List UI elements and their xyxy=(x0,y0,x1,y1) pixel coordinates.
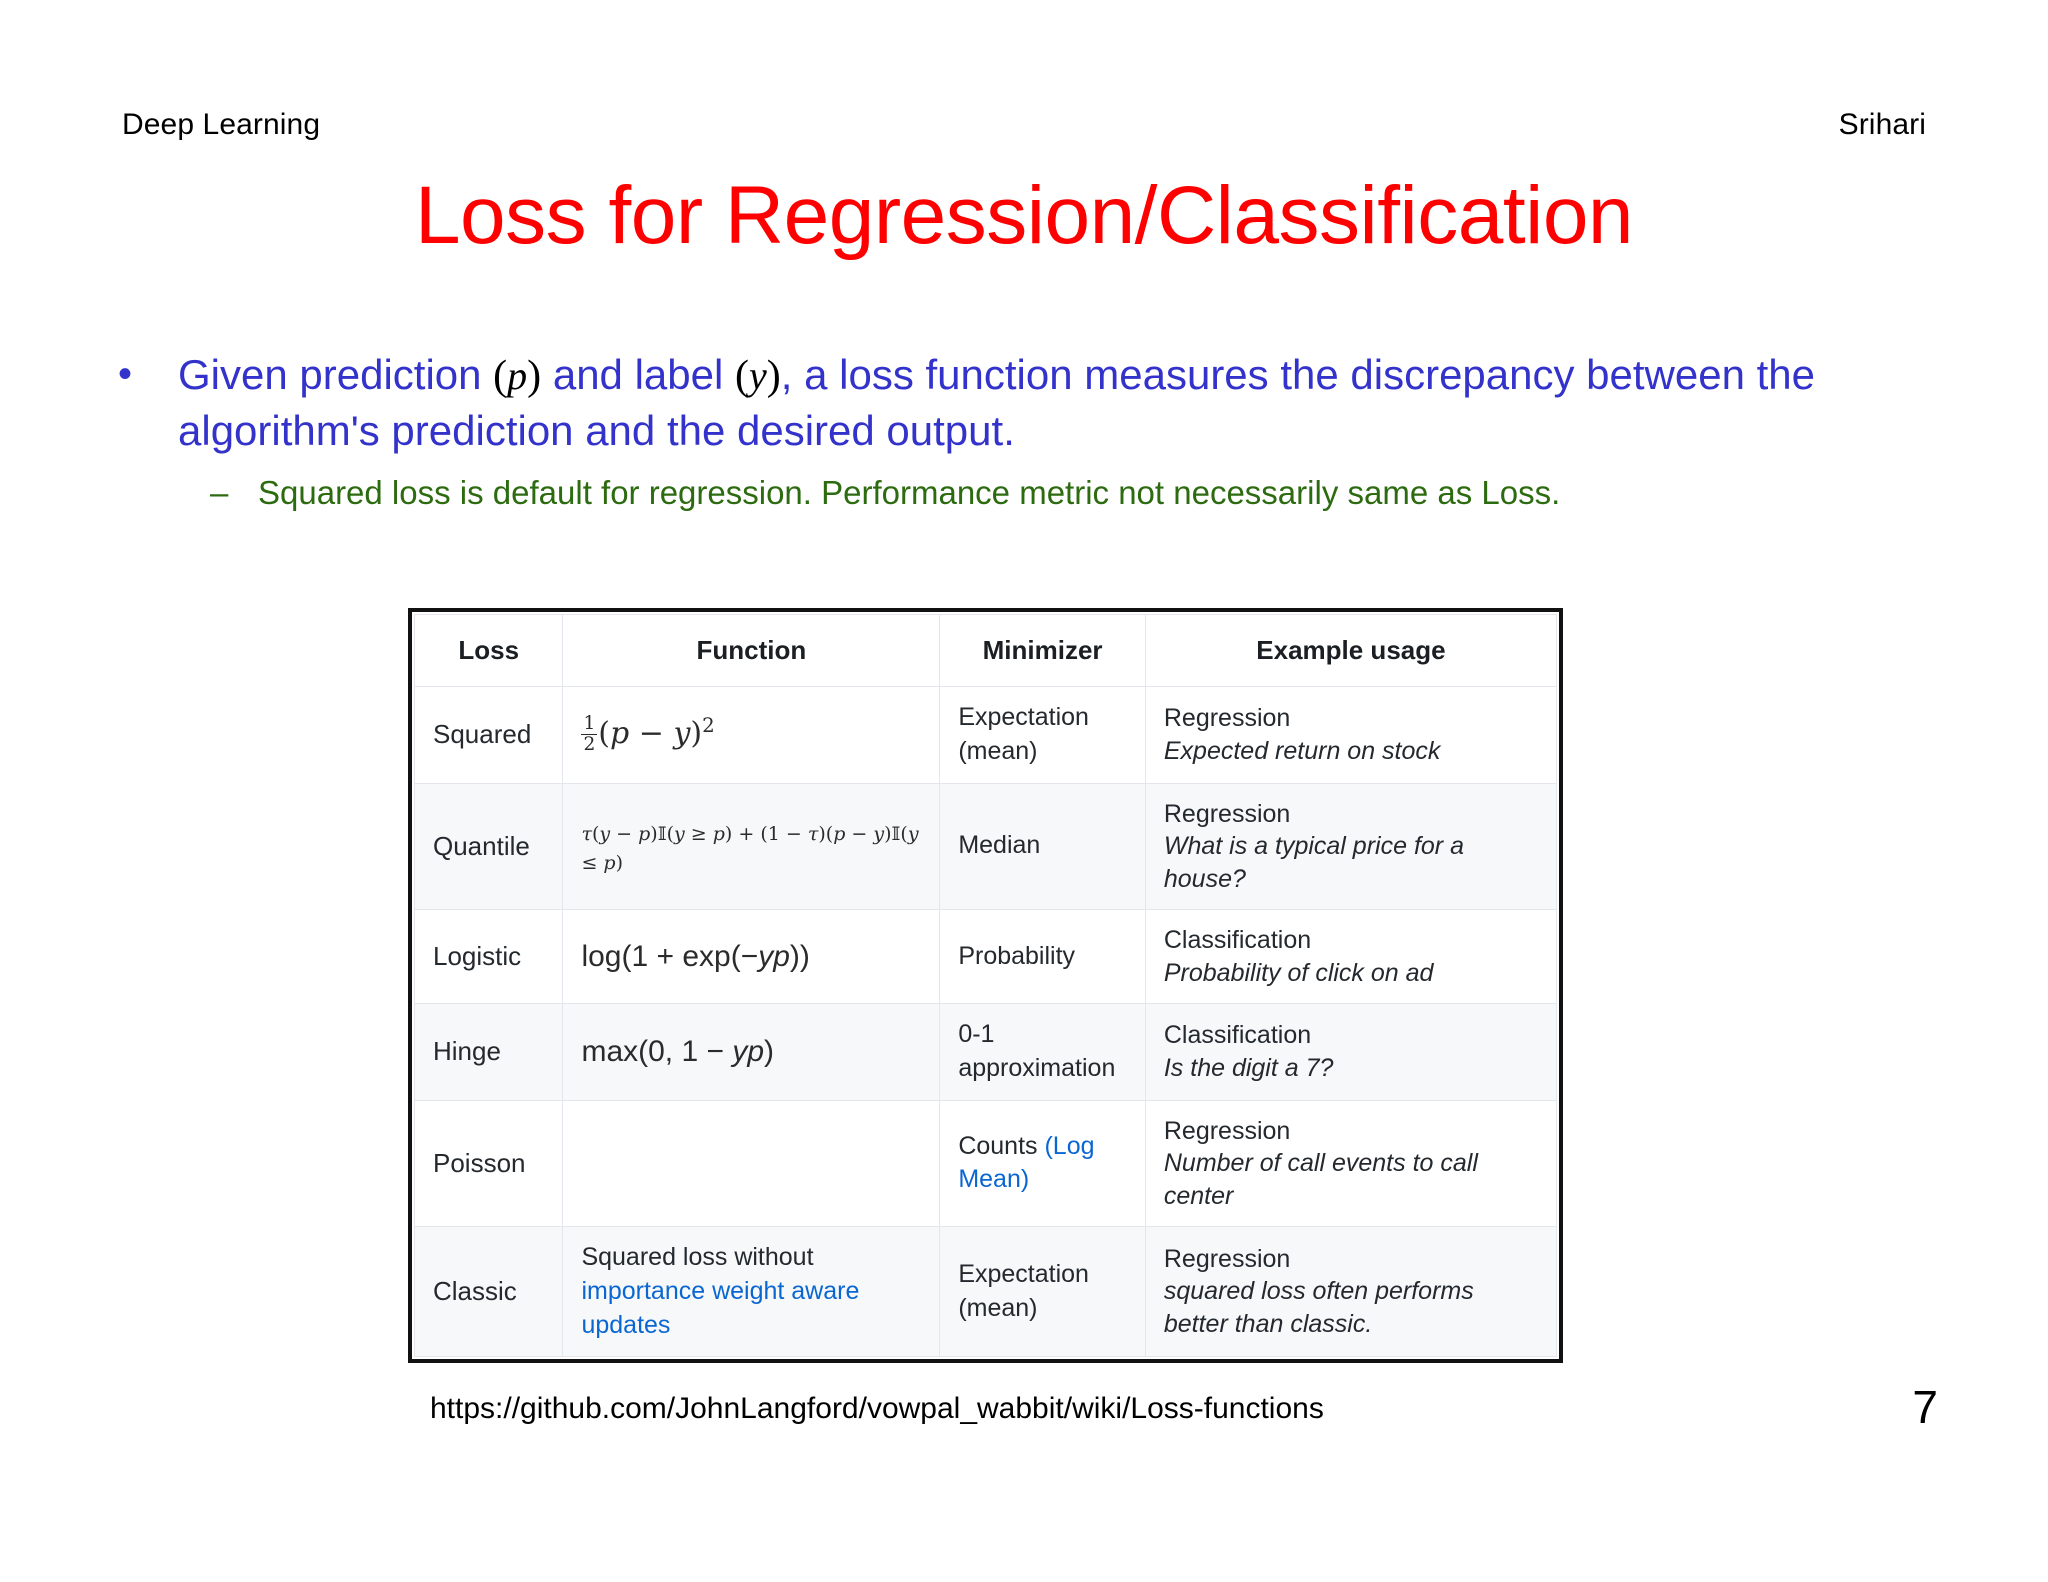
cell-function: τ(y − p)𝕀(y ≥ p) + (1 − τ)(p − y)𝕀(y ≤ p… xyxy=(562,782,941,910)
cell-loss-name: Poisson xyxy=(413,1099,564,1227)
table-row: Hinge max(0, 1 − yp) 0-1 approximation C… xyxy=(413,1003,1558,1101)
table-row: Classic Squared loss without importance … xyxy=(413,1225,1558,1358)
close-paren-p: ) xyxy=(527,353,542,399)
cell-usage: Regression Expected return on stock xyxy=(1144,686,1558,784)
table-row: Poisson Counts (Log Mean) Regression Num… xyxy=(413,1099,1558,1227)
main-bullet: • Given prediction (p) and label (y), a … xyxy=(118,348,1948,458)
table-row: Logistic log(1 + exp(−yp)) Probability C… xyxy=(413,909,1558,1004)
usage-example: Probability of click on ad xyxy=(1163,958,1434,987)
minimizer-line-2: (mean) xyxy=(958,736,1038,765)
minimizer-line-2: approximation xyxy=(958,1053,1116,1082)
minimizer-link[interactable]: (Log Mean) xyxy=(958,1131,1095,1194)
cell-usage: Regression squared loss often performs b… xyxy=(1144,1225,1558,1358)
cell-function: Squared loss without importance weight a… xyxy=(562,1225,941,1358)
source-url: https://github.com/JohnLangford/vowpal_w… xyxy=(430,1392,1324,1425)
usage-type: Regression xyxy=(1163,1116,1291,1145)
open-paren-y: ( xyxy=(735,353,749,399)
usage-example: Number of call events to call center xyxy=(1163,1149,1478,1210)
page-number: 7 xyxy=(1912,1381,1938,1433)
usage-type: Regression xyxy=(1163,799,1291,828)
usage-example: Expected return on stock xyxy=(1163,736,1441,765)
cell-minimizer: Expectation (mean) xyxy=(939,1225,1146,1358)
formula-hinge: max(0, 1 − yp) xyxy=(581,1034,775,1068)
author-label: Srihari xyxy=(1838,108,1926,141)
main-bullet-text: Given prediction (p) and label (y), a lo… xyxy=(178,348,1948,458)
sub-bullet-text: Squared loss is default for regression. … xyxy=(258,474,1561,512)
formula-quantile: τ(y − p)𝕀(y ≥ p) + (1 − τ)(p − y)𝕀(y ≤ p… xyxy=(581,823,919,875)
close-paren-y: ) xyxy=(766,353,781,399)
cell-loss-name: Squared xyxy=(413,686,564,784)
column-header-usage: Example usage xyxy=(1144,614,1558,687)
bullet-text-part3: , a loss function measures the discrepan… xyxy=(178,351,1816,454)
slide-header: Deep Learning Srihari xyxy=(122,108,1926,142)
page-title: Loss for Regression/Classification xyxy=(414,170,1634,261)
usage-example: Is the digit a 7? xyxy=(1163,1053,1334,1082)
bullet-marker: • xyxy=(118,352,133,396)
cell-minimizer: Median xyxy=(939,782,1146,910)
usage-type: Regression xyxy=(1163,1244,1291,1273)
cell-minimizer: Counts (Log Mean) xyxy=(939,1099,1146,1227)
usage-type: Classification xyxy=(1163,926,1312,954)
bullet-block: • Given prediction (p) and label (y), a … xyxy=(118,348,1948,513)
open-paren-p: ( xyxy=(493,353,508,399)
cell-usage: Classification Probability of click on a… xyxy=(1144,909,1558,1004)
column-header-loss: Loss xyxy=(413,614,564,687)
cell-loss-name: Logistic xyxy=(413,909,564,1004)
table-header-row: Loss Function Minimizer Example usage xyxy=(413,614,1558,687)
usage-type: Regression xyxy=(1163,704,1291,733)
minimizer-line-1: Expectation xyxy=(958,703,1089,731)
cell-function: max(0, 1 − yp) xyxy=(562,1003,941,1101)
cell-usage: Classification Is the digit a 7? xyxy=(1144,1003,1558,1101)
usage-type: Classification xyxy=(1163,1021,1312,1050)
minimizer-line-1: Expectation xyxy=(958,1259,1089,1288)
function-prefix: Squared loss without xyxy=(581,1243,814,1271)
bullet-text-part2: and label xyxy=(541,351,735,398)
loss-table-frame: Loss Function Minimizer Example usage Sq… xyxy=(408,608,1563,1364)
minimizer-line-2: (mean) xyxy=(958,1293,1038,1322)
cell-minimizer: Expectation (mean) xyxy=(939,686,1146,784)
course-label: Deep Learning xyxy=(122,108,321,141)
cell-function: log(1 + exp(−yp)) xyxy=(562,909,941,1004)
function-link[interactable]: importance weight aware updates xyxy=(581,1276,860,1339)
usage-example: squared loss often performs better than … xyxy=(1163,1277,1474,1338)
cell-minimizer: Probability xyxy=(939,909,1146,1004)
table-row: Quantile τ(y − p)𝕀(y ≥ p) + (1 − τ)(p − … xyxy=(413,782,1558,910)
math-variable-p: p xyxy=(507,353,528,398)
sub-bullet: – Squared loss is default for regression… xyxy=(118,472,1948,513)
cell-loss-name: Quantile xyxy=(413,782,564,910)
cell-loss-name: Classic xyxy=(413,1225,564,1358)
cell-minimizer: 0-1 approximation xyxy=(939,1003,1146,1101)
column-header-minimizer: Minimizer xyxy=(939,614,1146,687)
math-variable-y: y xyxy=(749,353,767,398)
sub-bullet-marker: – xyxy=(210,474,229,512)
bullet-text-part1: Given prediction xyxy=(178,351,494,398)
cell-usage: Regression What is a typical price for a… xyxy=(1144,782,1558,910)
formula-logistic: log(1 + exp(−yp)) xyxy=(581,939,810,973)
cell-usage: Regression Number of call events to call… xyxy=(1144,1099,1558,1227)
minimizer-label: Counts xyxy=(958,1131,1045,1160)
loss-table: Loss Function Minimizer Example usage Sq… xyxy=(413,614,1558,1358)
cell-function xyxy=(562,1099,941,1227)
usage-example: What is a typical price for a house? xyxy=(1163,832,1464,893)
column-header-function: Function xyxy=(562,614,941,687)
minimizer-line-1: 0-1 xyxy=(958,1020,995,1048)
cell-loss-name: Hinge xyxy=(413,1003,564,1101)
